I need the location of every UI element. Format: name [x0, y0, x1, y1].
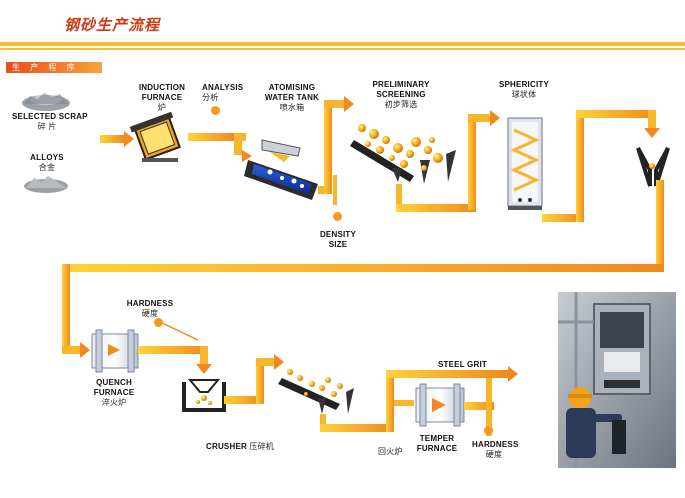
header-rule: [0, 42, 685, 50]
density-point-icon: [333, 212, 342, 221]
pipe-2: [318, 96, 354, 194]
pipe-5: [62, 180, 664, 358]
alloys-label: ALLOYS 合金: [30, 153, 64, 172]
process-tag: 生 产 程 序: [6, 62, 102, 73]
induction-furnace-icon: [129, 111, 181, 161]
pipe-7: [224, 354, 284, 404]
density-branch: [333, 175, 337, 205]
quench-furnace-icon: [91, 329, 139, 373]
crusher-icon: [182, 379, 226, 412]
analysis-label: ANALYSIS 分析: [202, 83, 244, 102]
hardness-bottom-point-icon: [484, 426, 493, 435]
quench-furnace-label: QUENCH FURNACE 淬火炉: [93, 378, 135, 407]
temper-furnace-icon: [415, 383, 465, 427]
preliminary-screening-label: PRELIMINARY SCREENING 初步筛选: [372, 80, 430, 109]
induction-furnace-label: INDUCTION FURNACE 炉: [138, 83, 186, 112]
screening-icon: [350, 124, 456, 184]
steel-grit-label: STEEL GRIT: [438, 360, 487, 369]
operator-photo: [558, 292, 676, 468]
pipe-8: [320, 366, 518, 432]
sphericity-label: SPHERICITY 球状体: [498, 80, 549, 99]
pipe-6: [138, 346, 212, 374]
pipe-4: [542, 110, 660, 222]
feed-arrows: [100, 131, 134, 147]
page-title: 钢砂生产流程: [64, 17, 161, 34]
temper-furnace-label: TEMPER FURNACE: [416, 434, 458, 453]
analysis-point-icon: [211, 106, 220, 115]
hopper-icon: [636, 147, 670, 187]
tempering-cn-label: 回火炉: [378, 447, 403, 456]
crusher-label: CRUSHER 压碎机: [206, 442, 275, 451]
pipe-3: [396, 110, 500, 212]
density-size-label: DENSITY SIZE: [319, 230, 357, 249]
furnace-base: [142, 158, 178, 162]
pipe-9: [464, 378, 494, 436]
sphericity-icon: [507, 117, 543, 210]
hardness-bottom-label: HARDNESS 硬度: [472, 440, 519, 459]
hardness-connector: [159, 321, 199, 341]
scrap-pile-icon: [22, 93, 70, 111]
hardness-top-point-icon: [154, 318, 163, 327]
screening-2-icon: [278, 369, 354, 414]
water-tank-icon: [244, 139, 318, 200]
hardness-top-label: HARDNESS 硬度: [126, 299, 174, 318]
selected-scrap-label: SELECTED SCRAP 碎 片: [12, 112, 88, 131]
pipe-1: [188, 133, 252, 162]
alloy-pile-icon: [24, 176, 68, 193]
atomising-label: ATOMISING WATER TANK 喷水箱: [264, 83, 320, 112]
